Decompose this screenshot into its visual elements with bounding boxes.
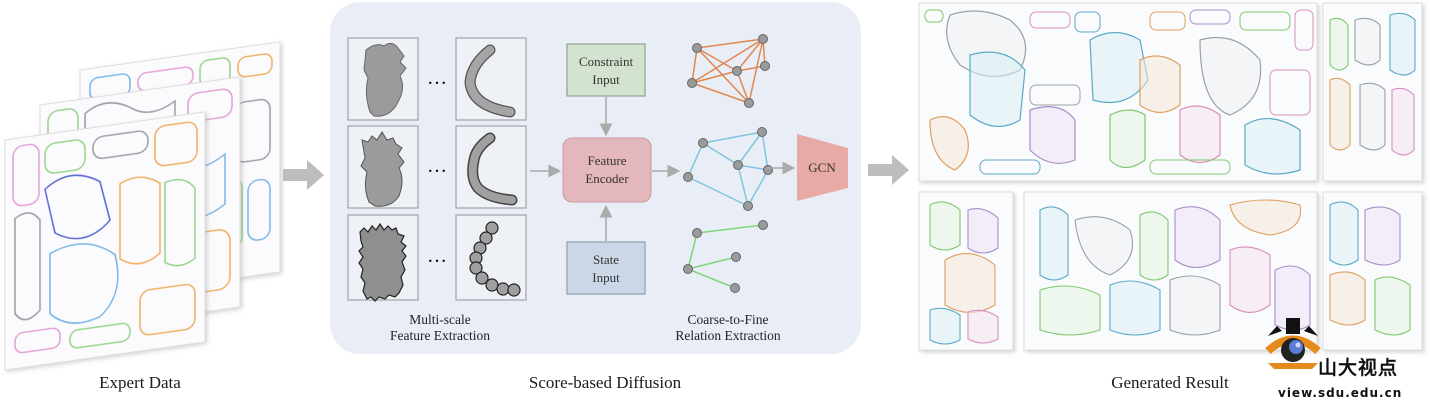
encoder-label-line1: Feature — [588, 153, 627, 168]
vase-shape-medium — [360, 131, 405, 207]
generated-result — [918, 2, 1423, 351]
state-label-line1: State — [593, 252, 619, 267]
ellipsis: … — [427, 155, 447, 177]
graph-mid — [683, 127, 773, 211]
constraint-label-line1: Constraint — [579, 54, 634, 69]
graph-coarse — [687, 34, 770, 108]
expert-data-label: Expert Data — [99, 373, 181, 392]
graph-fine — [683, 220, 768, 293]
watermark-cn: 山大视点 — [1318, 357, 1399, 379]
vase-shape-coarse — [363, 42, 407, 117]
state-label-line2: Input — [592, 270, 620, 285]
ellipsis: … — [427, 67, 447, 89]
constraint-input-node — [566, 43, 646, 97]
state-input-node — [566, 241, 646, 295]
flow-arrow — [283, 160, 324, 190]
expert-data-stack — [4, 41, 281, 371]
ellipsis: … — [427, 245, 447, 267]
watermark-url: view.sdu.edu.cn — [1278, 386, 1403, 400]
feature-encoder-node — [562, 137, 652, 203]
flow-arrow — [868, 155, 909, 185]
expert-layout-sheet — [4, 111, 206, 371]
encoder-label-line2: Encoder — [585, 171, 629, 186]
feature-extraction-grid — [347, 37, 527, 302]
curve-shape-fine — [469, 221, 521, 297]
gcn-label: GCN — [808, 160, 836, 175]
relation-extraction-caption: Coarse-to-Fine Relation Extraction — [675, 312, 781, 343]
gcn-node — [797, 134, 848, 201]
diffusion-label: Score-based Diffusion — [528, 373, 682, 392]
vase-shape-fine — [358, 222, 407, 302]
generated-result-label: Generated Result — [1111, 373, 1229, 392]
constraint-label-line2: Input — [592, 72, 620, 87]
feature-extraction-caption: Multi-scale Feature Extraction — [389, 312, 491, 343]
sdu-logo-icon — [1265, 318, 1321, 369]
